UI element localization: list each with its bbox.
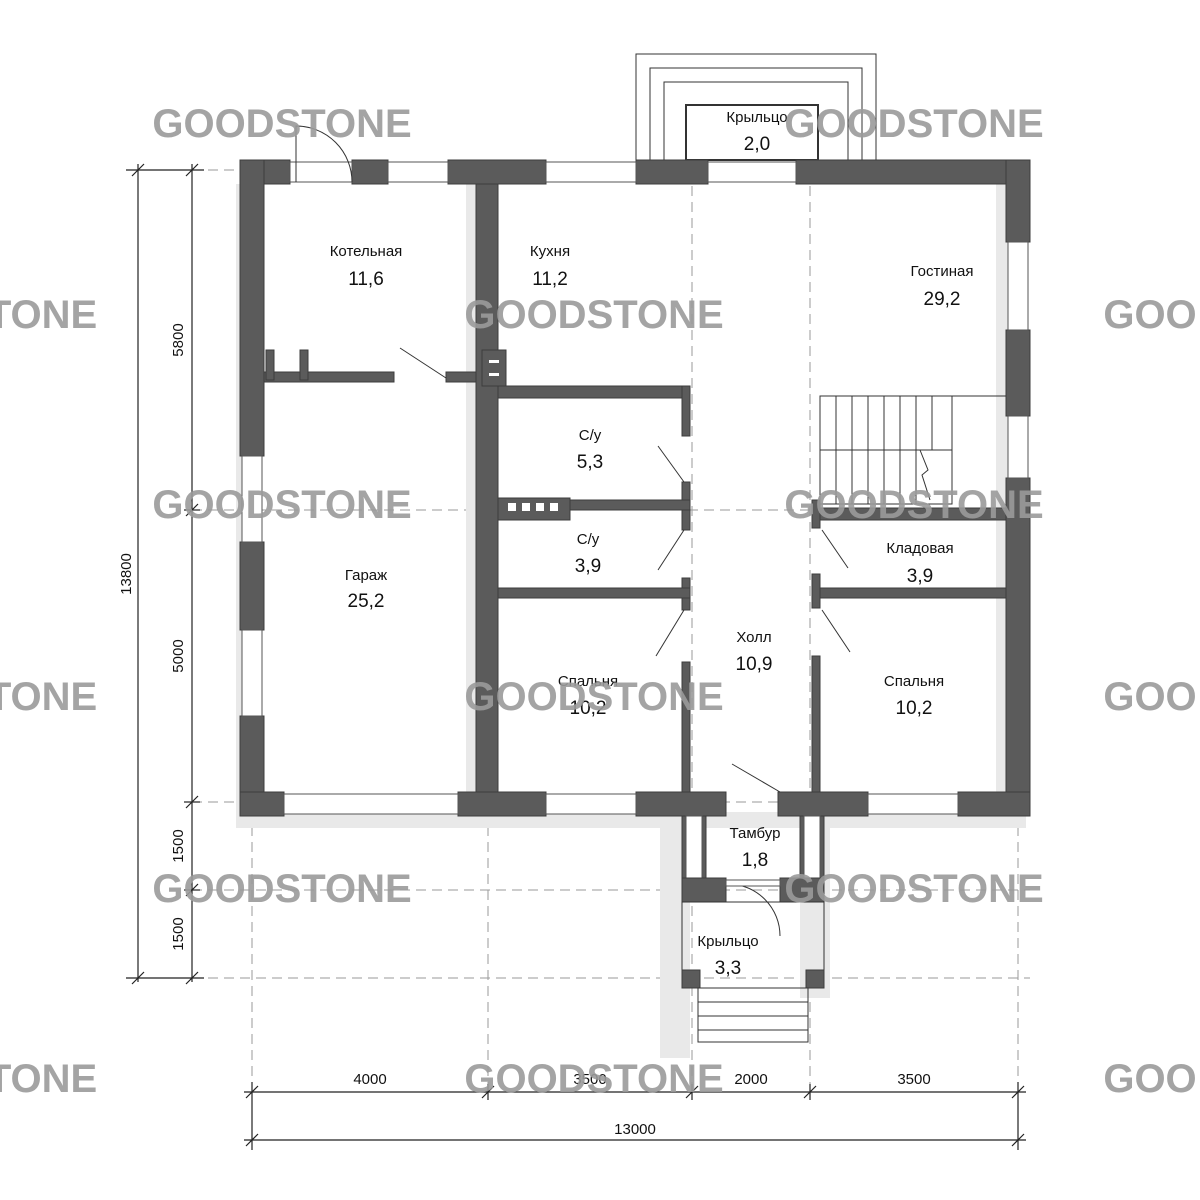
watermark: GOODSTONE bbox=[152, 867, 411, 911]
room-name-bath2: С/у bbox=[577, 531, 600, 548]
room-name-living: Гостиная bbox=[911, 263, 974, 280]
room-name-bath1: С/у bbox=[579, 427, 602, 444]
watermark-cut: GOO bbox=[1103, 293, 1196, 337]
room-name-garage: Гараж bbox=[345, 567, 387, 584]
room-name-bedroom2: Спальня bbox=[884, 673, 944, 690]
room-area-bedroom2: 10,2 bbox=[896, 698, 933, 719]
room-name-porch-top: Крыльцо bbox=[726, 109, 787, 126]
watermark-cut: GOO bbox=[1103, 1057, 1196, 1101]
top-porch-steps bbox=[635, 53, 877, 161]
dim-bottom-4: 3500 bbox=[897, 1071, 930, 1088]
dim-bottom-1: 4000 bbox=[353, 1071, 386, 1088]
dim-bottom-3: 2000 bbox=[734, 1071, 767, 1088]
room-area-garage: 25,2 bbox=[348, 591, 385, 612]
dim-left-total: 13800 bbox=[118, 553, 135, 595]
dimension-labels: 5800 5000 1500 1500 13800 4000 3500 2000… bbox=[118, 323, 931, 1138]
watermark: GOODSTONE bbox=[784, 483, 1043, 527]
watermarks: GOODSTONE GOODSTONE TONE GOODSTONE GOO G… bbox=[0, 102, 1197, 1101]
room-area-hall: 10,9 bbox=[736, 654, 773, 675]
room-area-boiler: 11,6 bbox=[348, 269, 384, 290]
watermark: GOODSTONE bbox=[784, 867, 1043, 911]
windows bbox=[241, 161, 1029, 815]
watermark: GOODSTONE bbox=[152, 483, 411, 527]
room-name-pantry: Кладовая bbox=[886, 540, 953, 557]
watermark: GOODSTONE bbox=[784, 102, 1043, 146]
watermark-cut: TONE bbox=[0, 1057, 97, 1101]
dim-left-2: 5000 bbox=[170, 639, 187, 672]
room-name-porch-bottom: Крыльцо bbox=[697, 933, 758, 950]
room-area-bath2: 3,9 bbox=[575, 556, 601, 577]
interior-walls bbox=[263, 183, 1007, 793]
room-name-kitchen: Кухня bbox=[530, 243, 570, 260]
room-area-bedroom1: 10,2 bbox=[570, 698, 607, 719]
dim-bottom-2: 3500 bbox=[573, 1071, 606, 1088]
watermark-cut: TONE bbox=[0, 675, 97, 719]
room-name-vestibule: Тамбур bbox=[730, 825, 781, 842]
dimension-lines bbox=[126, 163, 1026, 1150]
watermark-cut: GOO bbox=[1103, 675, 1196, 719]
watermark: GOODSTONE bbox=[464, 1057, 723, 1101]
room-area-kitchen: 11,2 bbox=[532, 269, 568, 290]
watermark: GOODSTONE bbox=[152, 102, 411, 146]
watermark: GOODSTONE bbox=[464, 293, 723, 337]
room-area-porch-top: 2,0 bbox=[744, 134, 770, 155]
vestibule-porch bbox=[681, 815, 825, 1043]
dim-left-1: 5800 bbox=[170, 323, 187, 356]
room-area-vestibule: 1,8 bbox=[742, 850, 768, 871]
stairs bbox=[819, 395, 1006, 505]
bath-fixtures bbox=[489, 360, 558, 511]
dim-bottom-total: 13000 bbox=[614, 1121, 656, 1138]
watermark-cut: TONE bbox=[0, 293, 97, 337]
room-name-boiler: Котельная bbox=[330, 243, 403, 260]
room-area-bath1: 5,3 bbox=[577, 452, 603, 473]
room-labels: Крыльцо 2,0 Котельная 11,6 Кухня 11,2 Го… bbox=[330, 109, 974, 979]
room-name-hall: Холл bbox=[736, 629, 771, 646]
room-area-living: 29,2 bbox=[924, 289, 961, 310]
room-name-bedroom1: Спальня bbox=[558, 673, 618, 690]
wall-shadows bbox=[236, 184, 1026, 1058]
room-area-porch-bottom: 3,3 bbox=[715, 958, 741, 979]
dim-left-3: 1500 bbox=[170, 829, 187, 862]
dim-left-4: 1500 bbox=[170, 917, 187, 950]
watermark: GOODSTONE bbox=[464, 675, 723, 719]
room-area-pantry: 3,9 bbox=[907, 566, 933, 587]
